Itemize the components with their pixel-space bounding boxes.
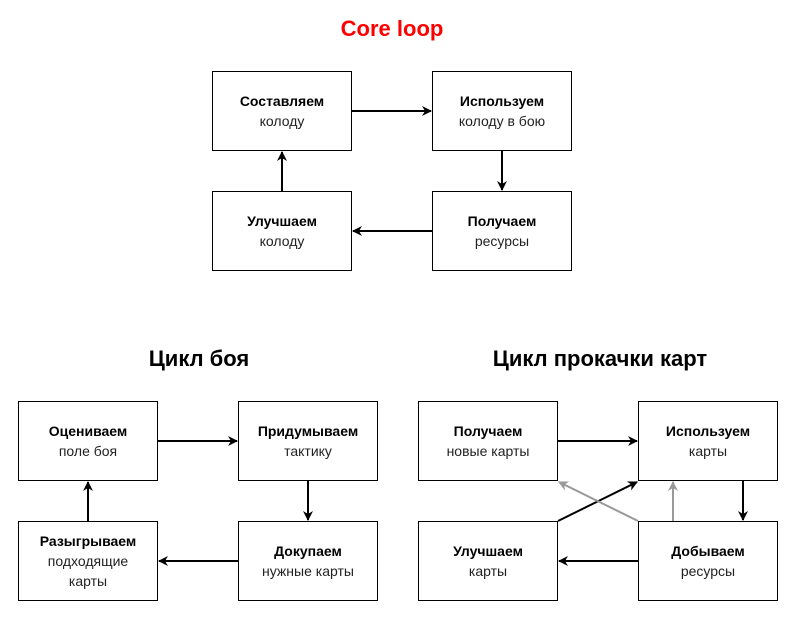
node-label: Докупаем — [274, 543, 342, 559]
node-use-deck[interactable]: Используем колоду в бою — [432, 71, 572, 151]
node-sublabel: колоду — [259, 233, 305, 249]
node-sublabel: карты — [468, 563, 508, 579]
core-loop-title: Core loop — [340, 16, 444, 41]
node-label: Добываем — [671, 543, 745, 559]
node-sublabel: колоду — [259, 113, 305, 129]
edge-mine-to-receive — [558, 481, 639, 522]
node-label: Получаем — [467, 213, 537, 229]
node-sublabel: ресурсы — [474, 233, 530, 249]
node-sublabel: тактику — [284, 443, 332, 459]
node-improve-cards[interactable]: Улучшаем карты — [418, 521, 558, 601]
node-buy-cards[interactable]: Докупаем нужные карты — [238, 521, 378, 601]
node-receive-new-cards[interactable]: Получаем новые карты — [418, 401, 558, 481]
node-plan-tactics[interactable]: Придумываем тактику — [238, 401, 378, 481]
node-sublabel: поле боя — [58, 443, 118, 459]
node-label: Используем — [459, 93, 545, 109]
node-label: Используем — [665, 423, 751, 439]
node-sublabel: нужные карты — [262, 563, 354, 579]
node-sublabel: карты — [688, 443, 728, 459]
node-label: Оцениваем — [48, 423, 128, 439]
node-improve-deck[interactable]: Улучшаем колоду — [212, 191, 352, 271]
node-mine-resources[interactable]: Добываем ресурсы — [638, 521, 778, 601]
node-label: Улучшаем — [453, 543, 523, 559]
upgrade-loop-title: Цикл прокачки карт — [492, 346, 708, 371]
node-play-cards[interactable]: Разыгрываем подходящие карты — [18, 521, 158, 601]
node-label: Придумываем — [257, 423, 359, 439]
node-sublabel: колоду в бою — [458, 113, 546, 129]
node-compose-deck[interactable]: Составляем колоду — [212, 71, 352, 151]
node-label: Улучшаем — [247, 213, 317, 229]
battle-loop-title: Цикл боя — [148, 346, 250, 371]
node-use-cards[interactable]: Используем карты — [638, 401, 778, 481]
node-label: Составляем — [239, 93, 325, 109]
node-sublabel: новые карты — [446, 443, 530, 459]
node-assess-field[interactable]: Оцениваем поле боя — [18, 401, 158, 481]
node-sublabel: подходящие карты — [47, 553, 129, 589]
node-get-resources[interactable]: Получаем ресурсы — [432, 191, 572, 271]
node-sublabel: ресурсы — [680, 563, 736, 579]
node-label: Получаем — [453, 423, 523, 439]
node-label: Разыгрываем — [39, 533, 137, 549]
